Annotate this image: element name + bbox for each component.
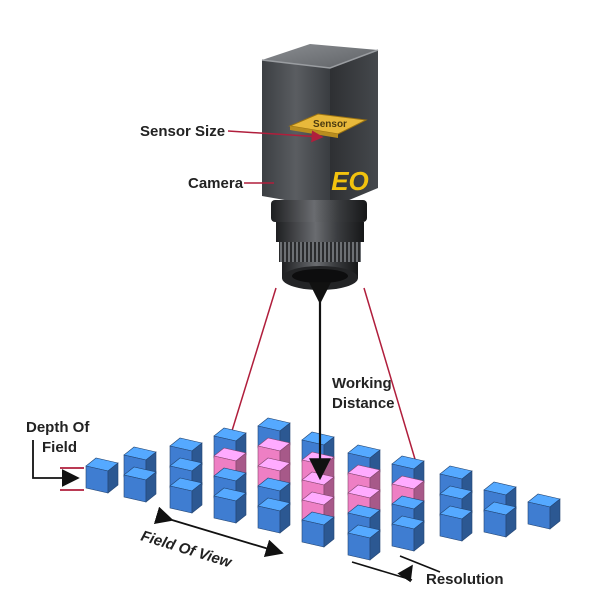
lens (271, 200, 367, 290)
cube (391, 515, 425, 552)
cube (347, 524, 381, 561)
depth-of-field-label-line1: Depth Of (26, 419, 90, 436)
working-distance-label-line2: Distance (332, 395, 395, 412)
working-distance-label-line1: Working (332, 375, 392, 392)
resolution-marker (351, 555, 441, 583)
cube (439, 505, 473, 542)
cube (527, 493, 561, 530)
sensor-label: Sensor (313, 119, 347, 130)
cube (301, 511, 335, 548)
cube (391, 455, 425, 492)
sensor-size-label: Sensor Size (140, 123, 225, 140)
cube (169, 477, 203, 514)
camera-label: Camera (188, 175, 244, 192)
sensor-size-pointer (227, 130, 324, 143)
depth-of-field-bracket (32, 440, 84, 491)
cube (213, 487, 247, 524)
camera-logo: EO (331, 166, 369, 196)
field-of-view-arrow (153, 506, 284, 557)
cube (85, 457, 119, 494)
camera-body (261, 44, 379, 208)
cube (257, 497, 291, 534)
depth-of-field-label-line2: Field (42, 439, 77, 456)
cube (483, 501, 517, 538)
cube (123, 466, 157, 503)
resolution-label: Resolution (426, 571, 504, 588)
